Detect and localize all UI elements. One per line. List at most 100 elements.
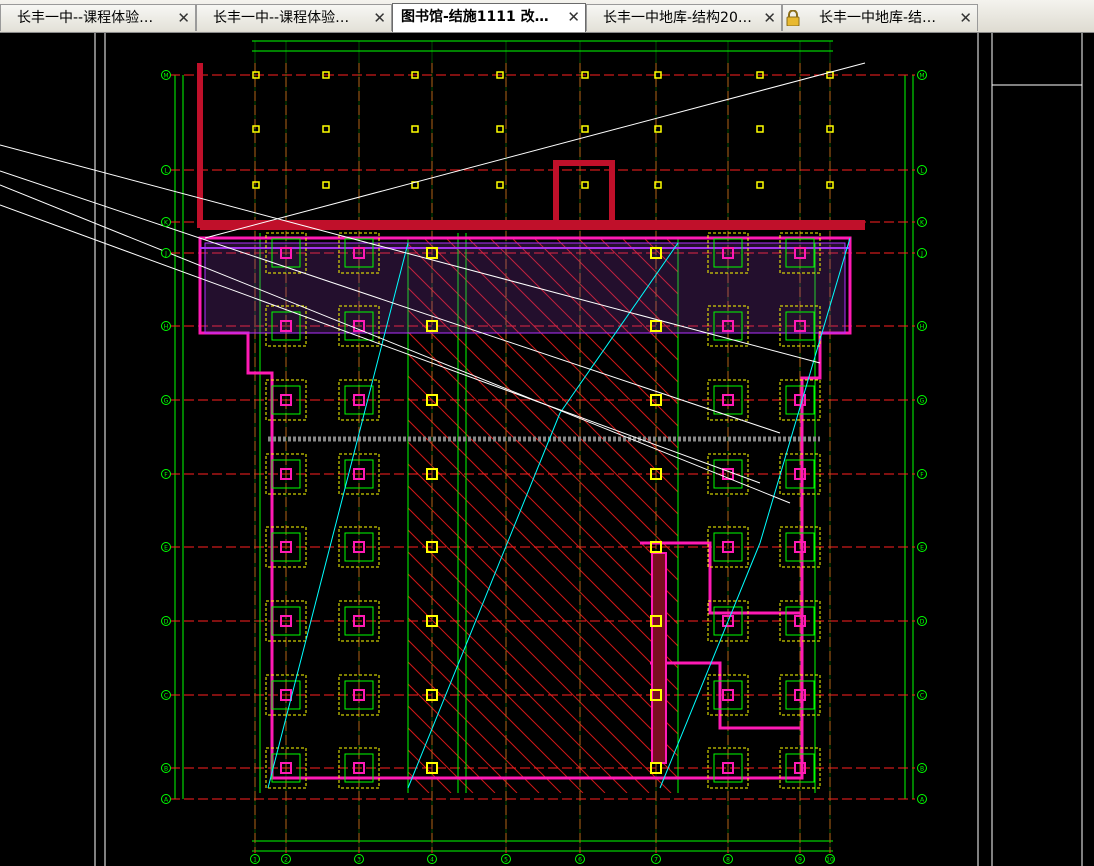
column [722, 762, 734, 774]
axis-label: B [164, 766, 168, 773]
column [650, 762, 662, 774]
pile-cap-inner [713, 238, 743, 268]
hatch-line [408, 639, 562, 793]
pile-cap [265, 379, 307, 421]
column-symbols [252, 71, 834, 789]
column [353, 394, 365, 406]
column [650, 247, 662, 259]
axis-bubble [651, 854, 661, 864]
column [722, 541, 734, 553]
close-icon[interactable]: ✕ [959, 9, 972, 27]
axis-bubble [917, 690, 927, 700]
column [353, 468, 365, 480]
pile-cap [338, 305, 380, 347]
axis-label: 4 [430, 857, 434, 864]
hatch-line [511, 238, 678, 405]
pile-cap-inner [271, 459, 301, 489]
axis-bubble [795, 854, 805, 864]
pile-cap-inner [785, 238, 815, 268]
pile-cap-inner [713, 606, 743, 636]
interior-wall [640, 541, 800, 730]
hatch-line [408, 331, 678, 603]
tab-document-2[interactable]: 长丰一中--课程体验… ✕ [196, 4, 392, 31]
column [280, 541, 292, 553]
column [280, 615, 292, 627]
pile-cap-inner [344, 606, 374, 636]
close-icon[interactable]: ✕ [373, 9, 386, 27]
cyan-diagonal [659, 542, 761, 789]
drawing-frame-lines [94, 33, 1083, 866]
cyan-diagonal [559, 242, 679, 414]
pile-cap [707, 305, 749, 347]
column [280, 394, 292, 406]
axis-bubble [501, 854, 511, 864]
tab-title: 长丰一中--课程体验… [17, 10, 154, 26]
pile-cap-inner [344, 459, 374, 489]
pile-cap [338, 453, 380, 495]
pile-cap [338, 379, 380, 421]
tab-document-5[interactable]: 长丰一中地库-结… ✕ [782, 4, 978, 31]
pile-cap-inner [344, 753, 374, 783]
lock-icon [786, 10, 800, 26]
axis-label: D [164, 619, 169, 626]
column [650, 615, 662, 627]
shear-wall [651, 552, 667, 764]
pile-cap-inner [271, 680, 301, 710]
hatch-line [408, 375, 678, 647]
pile-cap [338, 526, 380, 568]
axis-label: 6 [578, 857, 582, 864]
document-tab-bar: 长丰一中--课程体验… ✕ 长丰一中--课程体验… ✕ 图书馆-结施1111 改… [0, 0, 1094, 33]
column [353, 541, 365, 553]
pile-cap [265, 526, 307, 568]
hatch-line [408, 595, 606, 793]
tab-document-1[interactable]: 长丰一中--课程体验… ✕ [0, 4, 196, 31]
axis-bubble [917, 616, 927, 626]
pile-cap [338, 674, 380, 716]
tab-document-4[interactable]: 长丰一中地库-结构20… ✕ [586, 4, 782, 31]
pile-cap-inner [344, 680, 374, 710]
axis-label: M [919, 73, 924, 80]
column [426, 468, 438, 480]
pile-cap [779, 674, 821, 716]
hatch-line [408, 573, 628, 793]
axis-bubble [723, 854, 733, 864]
axis-bubble [250, 854, 260, 864]
column-small [654, 71, 662, 79]
cyan-diagonal [267, 242, 409, 789]
close-icon[interactable]: ✕ [763, 9, 776, 27]
slab-band [200, 220, 865, 230]
axis-label: C [164, 693, 168, 700]
pile-cap [707, 453, 749, 495]
hatch-line [445, 238, 678, 471]
hatch-line [408, 265, 678, 537]
hatch-line [408, 661, 540, 793]
close-icon[interactable]: ✕ [567, 8, 580, 26]
column-small [411, 125, 419, 133]
axis-bubble [161, 763, 171, 773]
hatch-line [408, 507, 678, 779]
pile-cap-inner [785, 532, 815, 562]
tab-title: 图书馆-结施1111 改… [401, 9, 549, 25]
column-small [756, 125, 764, 133]
column [794, 762, 806, 774]
column [280, 762, 292, 774]
axis-bubble [161, 616, 171, 626]
column-small [581, 71, 589, 79]
hatch-line [577, 238, 678, 339]
pile-cap [707, 232, 749, 274]
column-small [654, 125, 662, 133]
axis-label: J [164, 251, 167, 258]
pile-cap-inner [271, 385, 301, 415]
axis-bubble [917, 70, 927, 80]
column [794, 394, 806, 406]
column [794, 541, 806, 553]
tab-document-3-active[interactable]: 图书馆-结施1111 改… ✕ [392, 3, 586, 32]
axis-label: A [920, 797, 925, 804]
axis-label: 10 [826, 857, 834, 864]
close-icon[interactable]: ✕ [177, 9, 190, 27]
hatch-area [408, 238, 678, 793]
cyan-diagonal [407, 412, 561, 789]
axis-bubble [427, 854, 437, 864]
column [353, 762, 365, 774]
